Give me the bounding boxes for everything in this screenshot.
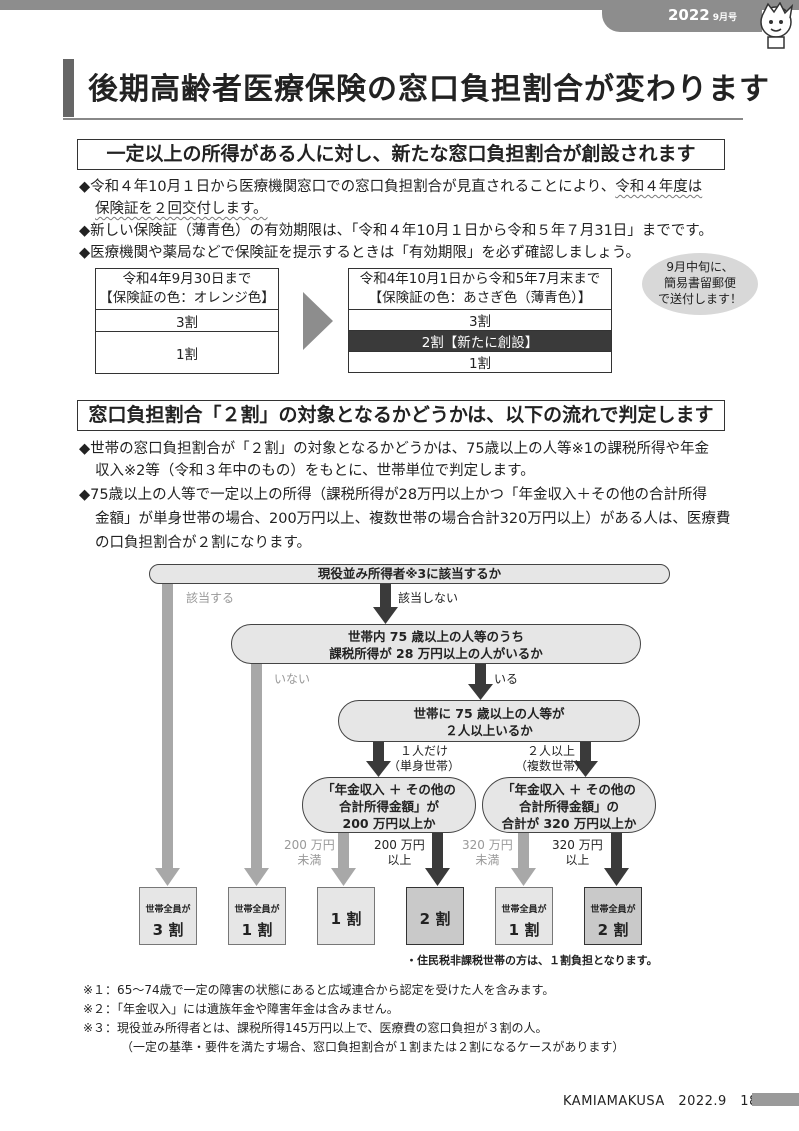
table-old-insurance: 令和4年9月30日まで【保険証の色：オレンジ色】 3割 1割 xyxy=(95,268,279,374)
arrow-single-head xyxy=(366,761,391,777)
page-title: 後期高齢者医療保険の窓口負担割合が変わります xyxy=(88,72,770,107)
table-new-row-1wari: 1割 xyxy=(348,351,612,373)
note-3: ※３：現役並み所得者とは、課税所得145万円以上で、医療費の窓口負担が３割の人。 xyxy=(83,1021,548,1035)
header-strip xyxy=(0,0,799,10)
title-accent-bar xyxy=(63,59,74,117)
result-box-4: 2 割 xyxy=(406,887,464,945)
table-new-row-2wari: 2割【新たに創設】 xyxy=(348,330,612,352)
section1-bullet1-cont: 保険証を２回交付します。 xyxy=(95,201,268,217)
section1-bullet3: ◆医療機関や薬局などで保険証を提示するときは「有効期限」を必ず確認しましょう。 xyxy=(79,245,640,261)
arrow-no2-head xyxy=(244,868,269,886)
table-old-row-1wari: 1割 xyxy=(95,331,279,374)
table-new-insurance: 令和4年10月1日から令和5年7月末まで【保険証の色：あさぎ色（薄青色）】 3割… xyxy=(348,268,612,373)
arrow-u200-shaft xyxy=(338,831,349,871)
arrow-yes2-shaft xyxy=(475,662,486,687)
footer-page-info: KAMIAMAKUSA 2022.9 18 xyxy=(563,1094,758,1109)
arrow-single-shaft xyxy=(373,740,384,764)
section2-para1-cont: 収入※2等（令和３年中のもの）をもとに、世帯単位で判定します。 xyxy=(95,463,535,479)
arrow-u320-head xyxy=(511,868,536,886)
arrow-no1-head xyxy=(373,607,398,624)
flow-label-no2: いない xyxy=(274,672,311,686)
flow-q5-multi-income: 「年金収入 ＋ その他の合計所得金額」の合計が 320 万円以上か xyxy=(482,777,656,833)
big-right-arrow-icon xyxy=(303,292,333,350)
flow-label-over200: 200 万円以上 xyxy=(374,838,425,867)
arrow-o320-shaft xyxy=(611,831,622,871)
arrow-o320-head xyxy=(604,868,629,886)
arrow-yes1-shaft xyxy=(162,582,173,871)
footer-bar xyxy=(752,1093,799,1106)
arrow-o200-shaft xyxy=(432,831,443,871)
title-underline xyxy=(63,118,743,120)
section2-para2-cont2: の口負担割合が２割になります。 xyxy=(95,535,312,551)
flow-label-under320: 320 万円未満 xyxy=(462,838,513,867)
delivery-notice-bubble: 9月中旬に、簡易書留郵便で送付します！ xyxy=(642,253,758,315)
arrow-o200-head xyxy=(425,868,450,886)
arrow-no1-shaft xyxy=(380,582,391,610)
flow-label-single: １人だけ（単身世帯） xyxy=(388,744,461,773)
note-1: ※１：65～74歳で一定の障害の状態にあると広域連合から認定を受けた人を含みます… xyxy=(83,983,555,997)
note-3-cont: （一定の基準・要件を満たす場合、窓口負担割合が１割または２割になるケースがありま… xyxy=(121,1040,625,1054)
flow-label-under200: 200 万円未満 xyxy=(284,838,335,867)
result-box-3: 1 割 xyxy=(317,887,375,945)
flow-footnote: ・住民税非課税世帯の方は、１割負担となります。 xyxy=(406,954,658,967)
mascot-icon xyxy=(760,2,794,49)
arrow-yes1-head xyxy=(155,868,180,886)
section2-para1: ◆世帯の窓口負担割合が「２割」の対象となるかどうかは、75歳以上の人等※1の課税… xyxy=(79,441,709,457)
section2-para2: ◆75歳以上の人等で一定以上の所得（課税所得が28万円以上かつ「年金収入＋その他… xyxy=(79,487,708,503)
flow-q1-current-income: 現役並み所得者※3に該当するか xyxy=(149,564,670,584)
flow-q2-taxable-income: 世帯内 75 歳以上の人等のうち課税所得が 28 万円以上の人がいるか xyxy=(231,624,641,664)
arrow-no2-shaft xyxy=(251,663,262,871)
flow-label-no1: 該当しない xyxy=(398,591,459,605)
arrow-u200-head xyxy=(331,868,356,886)
section1-bullet2: ◆新しい保険証（薄青色）の有効期限は、「令和４年10月１日から令和５年７月31日… xyxy=(79,223,713,239)
flow-label-yes2: いる xyxy=(494,672,519,686)
table-old-header: 令和4年9月30日まで【保険証の色：オレンジ色】 xyxy=(95,268,279,310)
section1-bullet1: ◆令和４年10月１日から医療機関窓口での窓口負担割合が見直されることにより、令和… xyxy=(79,179,703,195)
section1-heading: 一定以上の所得がある人に対し、新たな窓口負担割合が創設されます xyxy=(77,139,725,170)
arrow-multi-head xyxy=(573,761,598,777)
flow-label-over320: 320 万円以上 xyxy=(552,838,603,867)
table-new-row-3wari: 3割 xyxy=(348,309,612,331)
issue-tab xyxy=(602,2,762,32)
arrow-multi-shaft xyxy=(580,740,591,764)
flow-label-multi: ２人以上（複数世帯） xyxy=(515,744,588,773)
flow-label-yes1: 該当する xyxy=(186,591,235,605)
section2-para2-cont: 金額」が単身世帯の場合、200万円以上、複数世帯の場合合計320万円以上）がある… xyxy=(95,511,731,527)
arrow-u320-shaft xyxy=(518,831,529,871)
table-new-header: 令和4年10月1日から令和5年7月末まで【保険証の色：あさぎ色（薄青色）】 xyxy=(348,268,612,310)
arrow-yes2-head xyxy=(468,684,493,700)
note-2: ※２：「年金収入」には遺族年金や障害年金は含みません。 xyxy=(83,1002,399,1016)
section2-heading: 窓口負担割合「２割」の対象となるかどうかは、以下の流れで判定します xyxy=(77,400,725,431)
